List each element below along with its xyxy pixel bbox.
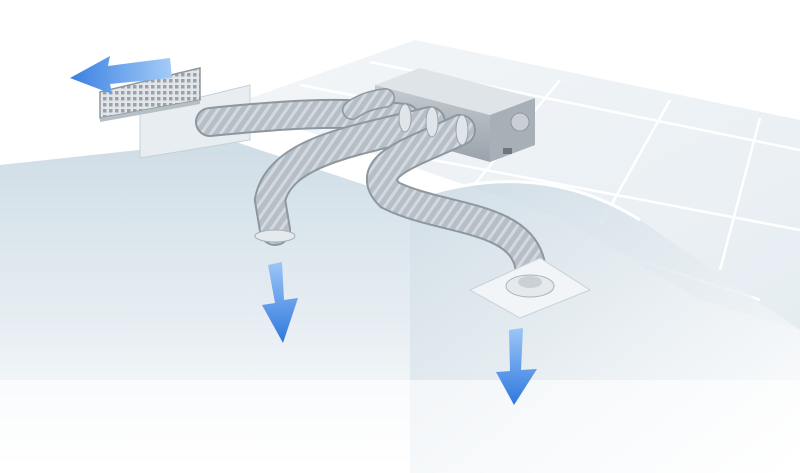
diffuser-core [518, 276, 542, 288]
duct-collar [398, 103, 412, 133]
bottom-fade [0, 380, 800, 473]
ceiling-outlet [254, 229, 296, 243]
airflow-arrow-icon [70, 56, 537, 405]
duct-collar [455, 114, 469, 146]
vent-grille-frame [100, 100, 200, 122]
wall-plate [139, 84, 251, 159]
soffit-edge [409, 180, 641, 222]
duct-collar [425, 106, 439, 138]
